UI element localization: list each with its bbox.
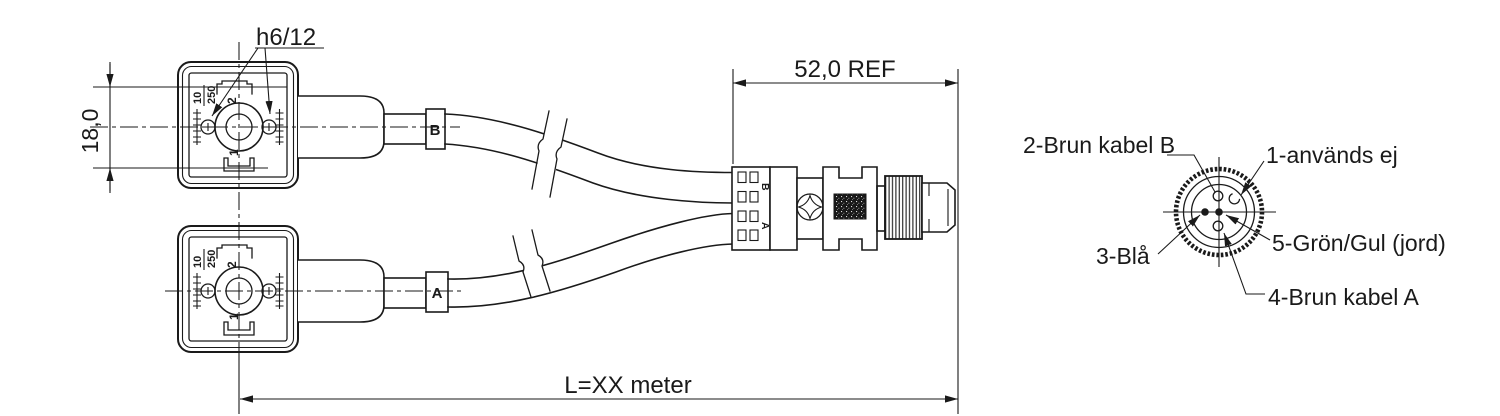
- contact-tab-2: [216, 80, 253, 95]
- m12-tip-details: [928, 183, 949, 232]
- pin-3: [1201, 208, 1209, 216]
- valve-connector-b: 2 1 10 250: [177, 61, 299, 189]
- m12-label-plate: [833, 193, 867, 220]
- rating-volt: 250: [206, 250, 218, 268]
- cable-marker-b: [425, 108, 446, 150]
- m12-body-section: [769, 166, 798, 251]
- connector-inner-edge: [181, 65, 295, 185]
- contact-tab-1: [223, 321, 255, 336]
- cable-b: [444, 113, 734, 204]
- contact-1-label: 1: [227, 313, 241, 320]
- m12-thread-tip: [921, 182, 956, 233]
- dimension-52-text: 52,0 REF: [794, 56, 895, 83]
- leader-left-screw: [211, 47, 259, 117]
- contact-2-label: 2: [225, 261, 239, 268]
- m12-connector: B A: [731, 166, 956, 251]
- pinout-label-pin5: 5-Grön/Gul (jord): [1272, 230, 1446, 256]
- pin-5: [1215, 208, 1223, 216]
- pinout-label-pin4: 4-Brun kabel A: [1268, 284, 1420, 310]
- cable-break-b: [531, 110, 568, 198]
- connector-face: [188, 236, 288, 342]
- leader-pin-5: [1225, 214, 1271, 241]
- pin-1: [1228, 193, 1241, 205]
- contact-tab-1: [223, 157, 255, 172]
- boot-neck: [383, 113, 427, 145]
- pinout-diagram: 2-Brun kabel B 1-används ej 3-Blå 5-Grön…: [1023, 132, 1446, 310]
- pinout-label-pin2: 2-Brun kabel B: [1023, 132, 1175, 158]
- contact-1-label: 1: [227, 149, 241, 156]
- dimension-18: 18,0: [77, 62, 287, 193]
- connector-face: [188, 72, 288, 178]
- leader-pin-4: [1223, 232, 1265, 295]
- rating-marking: 10 250: [192, 85, 218, 106]
- pin-2: [1212, 190, 1224, 202]
- leader-pin-1: [1240, 160, 1265, 196]
- pin-4: [1212, 220, 1224, 232]
- m12-mid-section: [796, 177, 824, 240]
- cable-marker-a: [425, 271, 449, 313]
- leader-right-screw: [264, 47, 273, 115]
- centerlines: [90, 42, 462, 414]
- m12-cable-slots: [737, 171, 759, 242]
- m12-neck: [876, 185, 886, 232]
- contact-tab-2: [216, 244, 253, 259]
- rating-amp: 10: [192, 256, 204, 268]
- cable-marker-a-label: A: [432, 285, 443, 302]
- cable-a: [447, 212, 734, 308]
- leader-pin-2: [1167, 154, 1216, 193]
- screw-spec-text: h6/12: [256, 24, 316, 51]
- dimension-52-ref: 52,0 REF: [732, 56, 959, 414]
- dimension-18-text: 18,0: [77, 109, 103, 154]
- contact-2-label: 2: [225, 97, 239, 104]
- pinout-label-pin3: 3-Blå: [1096, 243, 1150, 269]
- cable-marker-b-label: B: [430, 122, 441, 139]
- cable-break-a: [512, 229, 551, 298]
- leader-pin-3: [1157, 214, 1201, 255]
- dimension-cable-length: L=XX meter: [240, 372, 958, 403]
- rating-amp: 10: [192, 92, 204, 104]
- valve-connector-a: 2 1 10 250: [177, 225, 299, 353]
- rating-volt: 250: [206, 86, 218, 104]
- m12-port-b-label: B: [759, 183, 771, 191]
- m12-port-a-label: A: [759, 222, 771, 230]
- m12-knurled-nut: [884, 175, 923, 240]
- dimension-length-text: L=XX meter: [564, 372, 691, 399]
- rating-marking: 10 250: [192, 249, 218, 270]
- connector-inner-edge: [181, 229, 295, 349]
- screw-spec-callout: h6/12: [211, 24, 324, 117]
- pinout-label-pin1: 1-används ej: [1266, 142, 1398, 168]
- boot-neck: [383, 277, 427, 309]
